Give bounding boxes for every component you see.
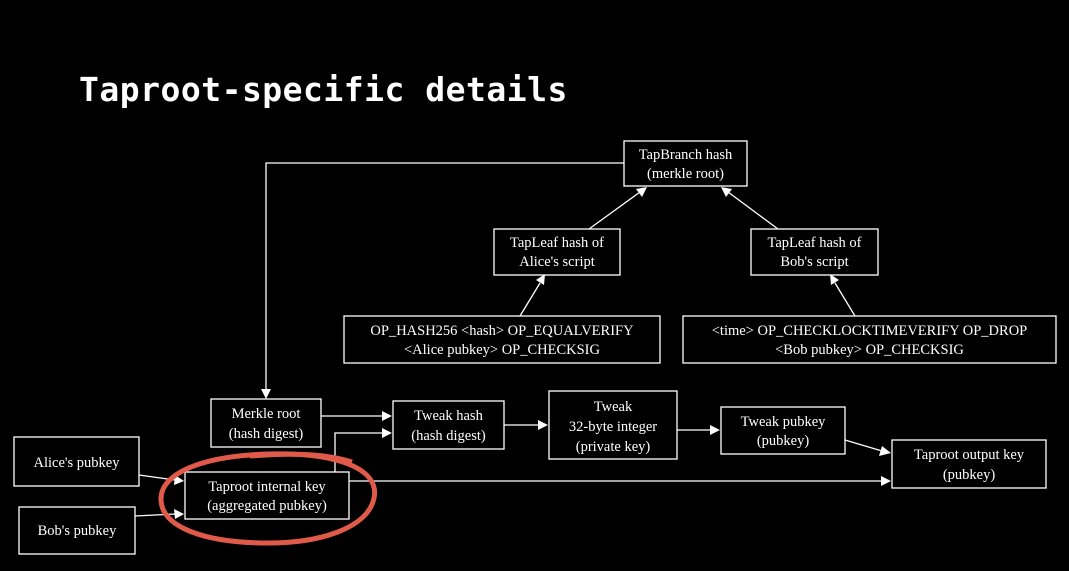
node-tweak-hash: Tweak hash (hash digest) xyxy=(392,400,505,450)
node-label-line: (merkle root) xyxy=(647,166,724,182)
arrowhead xyxy=(382,411,392,421)
node-label-line: TapBranch hash xyxy=(639,147,733,163)
arrowhead xyxy=(710,425,720,435)
arrowhead xyxy=(830,274,839,285)
arrowhead xyxy=(721,187,732,197)
node-label-line: Tweak hash xyxy=(414,408,483,424)
edge-script-alice-to-tapleaf-alice xyxy=(519,282,541,317)
node-label-line: Tweak pubkey xyxy=(741,414,826,430)
highlight-circle xyxy=(158,451,378,546)
node-alice-pubkey: Alice's pubkey xyxy=(13,436,140,487)
arrowhead xyxy=(879,446,891,456)
node-tapbranch-hash: TapBranch hash (merkle root) xyxy=(623,140,748,187)
node-label-line: (pubkey) xyxy=(757,433,810,449)
arrowhead xyxy=(382,428,392,438)
node-tapleaf-bob: TapLeaf hash of Bob's script xyxy=(750,228,879,276)
slide-title: Taproot-specific details xyxy=(79,70,568,109)
node-label-line: <Alice pubkey> OP_CHECKSIG xyxy=(404,342,601,358)
node-label-line: (hash digest) xyxy=(229,426,304,442)
node-label-line: TapLeaf hash of xyxy=(768,235,862,251)
node-bob-pubkey: Bob's pubkey xyxy=(18,506,136,555)
node-taproot-internal-key: Taproot internal key (aggregated pubkey) xyxy=(184,471,350,520)
arrowhead xyxy=(261,389,271,399)
node-label-line: TapLeaf hash of xyxy=(510,235,604,251)
node-label-line: Tweak xyxy=(594,399,633,415)
node-label-line: Taproot output key xyxy=(914,447,1025,463)
arrowhead xyxy=(536,274,545,285)
node-merkle-root: Merkle root (hash digest) xyxy=(210,398,322,448)
node-taproot-output-key: Taproot output key (pubkey) xyxy=(891,439,1047,489)
node-script-alice: OP_HASH256 <hash> OP_EQUALVERIFY <Alice … xyxy=(343,315,661,364)
node-label-line: 32-byte integer xyxy=(569,419,657,435)
node-label-line: <time> OP_CHECKLOCKTIMEVERIFY OP_DROP xyxy=(712,323,1028,339)
edge-tapleaf-bob-to-tapbranch xyxy=(727,191,779,230)
arrowhead xyxy=(636,187,647,197)
edge-tapbranch-to-merkle-root xyxy=(265,162,624,390)
node-label-line: (hash digest) xyxy=(411,428,486,444)
node-label-line: Alice's pubkey xyxy=(34,455,121,471)
edge-internal-key-to-tweak-hash xyxy=(334,432,383,472)
node-script-bob: <time> OP_CHECKLOCKTIMEVERIFY OP_DROP <B… xyxy=(682,315,1057,364)
edge-tapleaf-alice-to-tapbranch xyxy=(588,191,641,230)
arrowhead xyxy=(538,420,548,430)
node-label-line: (pubkey) xyxy=(943,467,996,483)
node-label-line: Alice's script xyxy=(519,254,595,270)
arrowhead xyxy=(174,509,184,519)
node-label-line: Bob's script xyxy=(780,254,848,270)
node-tapleaf-alice: TapLeaf hash of Alice's script xyxy=(493,228,621,276)
node-tweak-pubkey: Tweak pubkey (pubkey) xyxy=(720,406,846,455)
node-label-line: OP_HASH256 <hash> OP_EQUALVERIFY xyxy=(370,323,634,339)
node-label-line: Bob's pubkey xyxy=(38,523,117,539)
node-label-line: <Bob pubkey> OP_CHECKSIG xyxy=(775,342,964,358)
edge-tweak-pubkey-to-output-key xyxy=(844,439,883,452)
node-tweak: Tweak 32-byte integer (private key) xyxy=(548,390,678,460)
edge-script-bob-to-tapleaf-bob xyxy=(834,282,856,317)
node-label-line: (private key) xyxy=(576,439,651,455)
edges xyxy=(134,162,891,519)
node-label-line: (aggregated pubkey) xyxy=(207,498,327,514)
node-label-line: Taproot internal key xyxy=(208,479,326,495)
arrowhead xyxy=(881,476,891,486)
node-label-line: Merkle root xyxy=(232,406,301,422)
